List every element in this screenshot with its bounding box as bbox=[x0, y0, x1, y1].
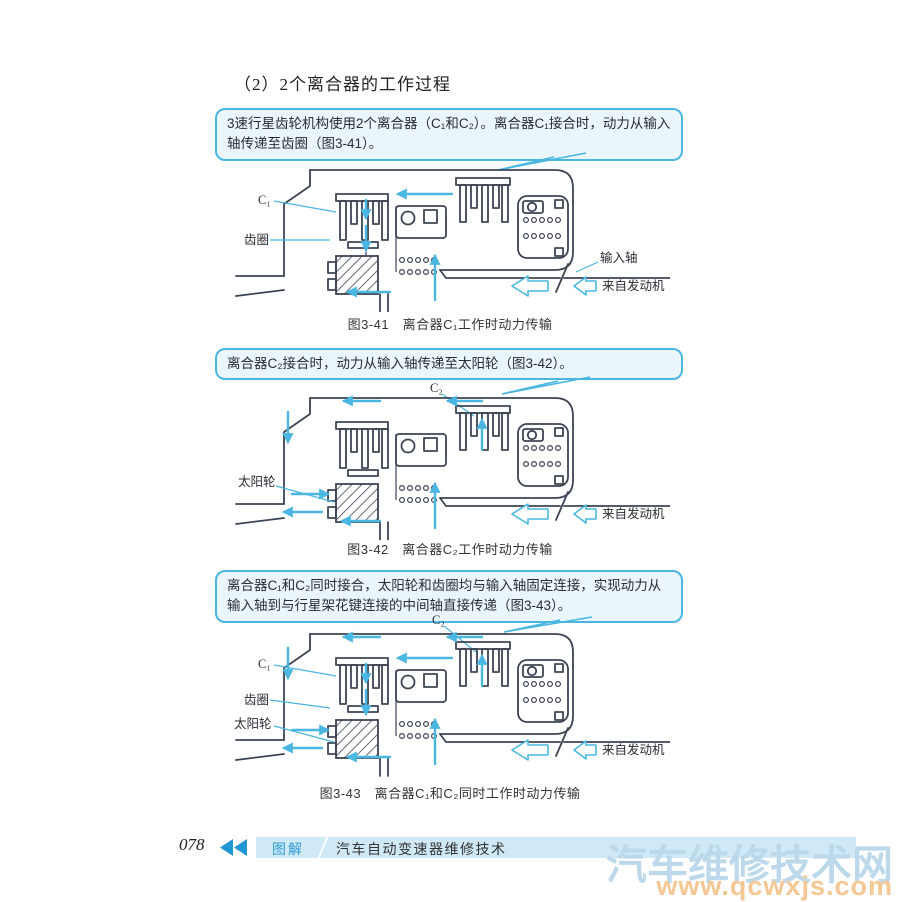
figure-3-43-caption: 图3-43 离合器C₁和C₂同时工作时动力传输 bbox=[319, 786, 581, 801]
double-left-arrow-icon bbox=[220, 839, 247, 856]
label-sun-gear: 太阳轮 bbox=[238, 474, 276, 489]
callout-tail-3 bbox=[503, 616, 593, 633]
engine-input-arrow-small bbox=[573, 276, 597, 296]
watermark-site-url: www.qcwxjs.com bbox=[656, 871, 893, 901]
label-from-engine: 来自发动机 bbox=[602, 506, 665, 521]
figure-3-43-diagram: C₂ bbox=[234, 613, 670, 777]
power-flow-arrows bbox=[281, 631, 488, 766]
label-from-engine: 来自发动机 bbox=[602, 278, 665, 293]
label-ring-gear: 齿圈 bbox=[244, 233, 269, 247]
figure-3-42-caption: 图3-42 离合器C₂工作时动力传输 bbox=[347, 542, 553, 557]
note-box-3: 离合器C₁和C₂同时接合，太阳轮和齿圈均与输入轴固定连接，实现动力从输入轴到与行… bbox=[215, 570, 683, 623]
label-clutch-c1: C₁ bbox=[258, 657, 271, 671]
power-flow-arrows bbox=[281, 395, 488, 530]
transmission-cutaway: 太阳轮 来自发动机 bbox=[235, 395, 670, 540]
figure-3-41-diagram: C₁ 齿圈 输入轴 来自发动机 bbox=[235, 169, 670, 312]
label-clutch-c2: C₂ bbox=[430, 382, 443, 395]
engine-input-arrow bbox=[511, 275, 549, 297]
series-label: 图解 bbox=[272, 841, 304, 857]
engine-input-arrow bbox=[511, 503, 549, 525]
section-heading: （2）2个离合器的工作过程 bbox=[234, 75, 451, 94]
damper-springs bbox=[523, 216, 562, 239]
label-clutch-c2: C₂ bbox=[432, 613, 445, 627]
label-clutch-c1: C₁ bbox=[258, 193, 271, 207]
transmission-cutaway bbox=[235, 169, 670, 312]
callout-tail-2 bbox=[501, 376, 591, 395]
label-input-shaft: 输入轴 bbox=[600, 250, 638, 265]
power-flow-arrows bbox=[345, 188, 454, 302]
spring-coils bbox=[399, 484, 438, 503]
engine-input-arrow-small bbox=[573, 740, 597, 760]
spring-coils bbox=[399, 256, 438, 275]
damper-springs bbox=[523, 680, 562, 703]
figure-3-41-caption: 图3-41 离合器C₁工作时动力传输 bbox=[347, 317, 553, 332]
engine-input-arrow-small bbox=[573, 504, 597, 524]
note-box-1: 3速行星齿轮机构使用2个离合器（C₁和C₂）。离合器C₁接合时，动力从输入轴传递… bbox=[215, 108, 683, 161]
note-box-2: 离合器C₂接合时，动力从输入轴传递至太阳轮（图3-42）。 bbox=[215, 348, 683, 381]
transmission-cutaway: C₁ 齿圈 太阳轮 来自发动机 bbox=[234, 631, 670, 777]
book-title: 汽车自动变速器维修技术 bbox=[336, 841, 507, 857]
watermark-site-name: 汽车维修技术网 bbox=[606, 842, 893, 888]
footer-bar bbox=[256, 837, 856, 858]
label-ring-gear: 齿圈 bbox=[244, 693, 269, 707]
label-from-engine: 来自发动机 bbox=[602, 742, 665, 757]
spring-coils bbox=[399, 720, 438, 739]
label-sun-gear: 太阳轮 bbox=[234, 716, 272, 731]
page-number: 078 bbox=[179, 835, 205, 854]
figure-3-42-diagram: C₂ bbox=[235, 382, 670, 540]
engine-input-arrow bbox=[511, 739, 549, 761]
damper-springs bbox=[523, 444, 562, 467]
